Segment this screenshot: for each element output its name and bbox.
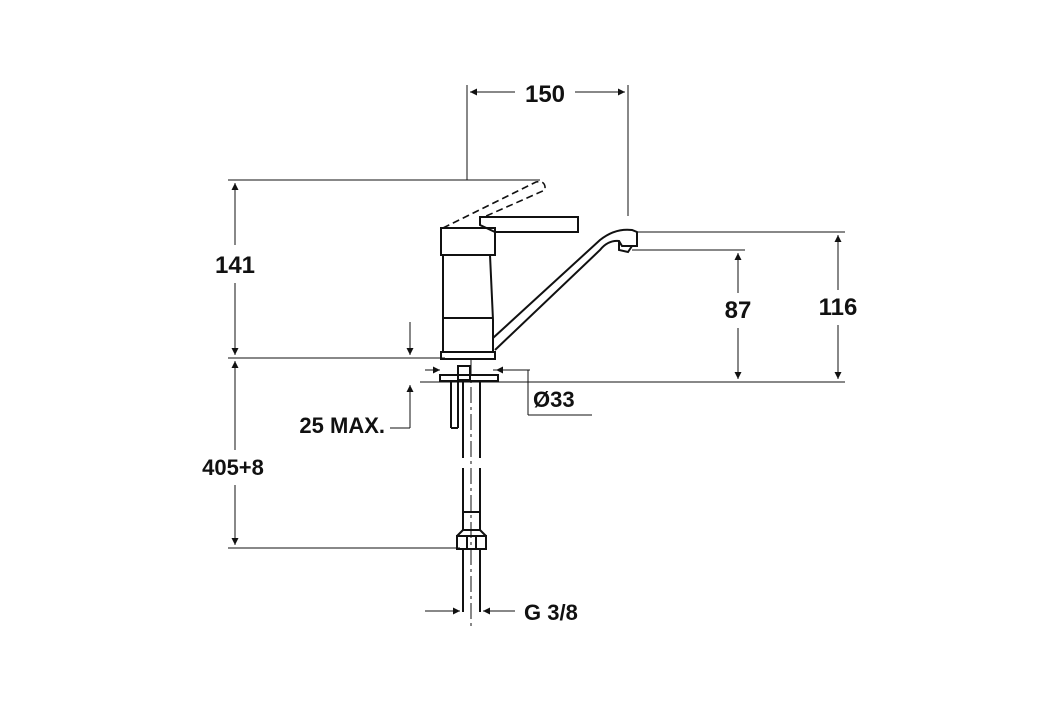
dim-label-hose-length: 405+8	[202, 455, 264, 480]
dim-label-base-diameter: Ø33	[533, 387, 575, 412]
extension-lines	[228, 85, 845, 549]
dim-label-lever-height: 141	[215, 252, 255, 279]
dim-label-connection-thread: G 3/8	[524, 600, 578, 625]
lever-open-phantom	[442, 180, 546, 229]
mounting-hardware	[439, 365, 499, 612]
faucet-body	[440, 216, 638, 360]
dim-label-deck-thickness: 25 MAX.	[299, 413, 385, 438]
dim-label-spout-height: 116	[819, 294, 858, 321]
dim-label-spout-reach: 150	[525, 81, 565, 108]
dim-label-outlet-height: 87	[725, 297, 752, 324]
dimension-arrows	[231, 88, 842, 615]
